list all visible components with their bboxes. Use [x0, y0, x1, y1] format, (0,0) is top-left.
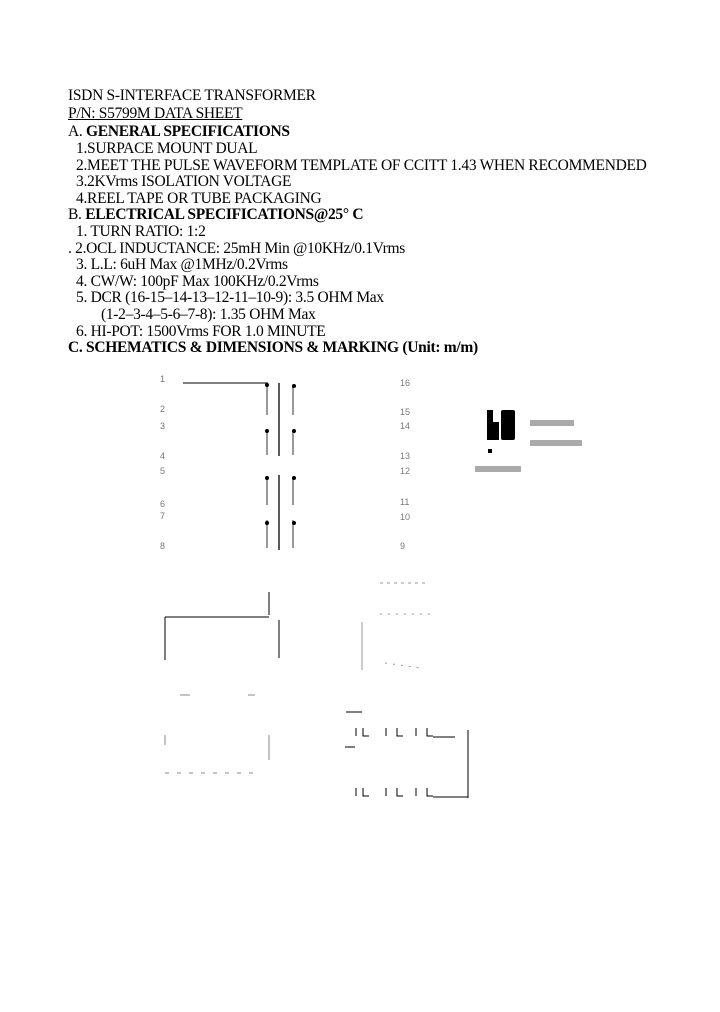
pin-label: 3	[160, 421, 166, 431]
spec-item: . 2.OCL INDUCTANCE: 25mH Min @10KHz/0.1V…	[68, 240, 406, 257]
pin-label: 12	[400, 466, 411, 476]
pin-label: 1	[160, 374, 166, 384]
pin-label: 10	[400, 512, 411, 522]
pin-label: 9	[400, 541, 406, 551]
doc-title: ISDN S-INTERFACE TRANSFORMER	[68, 87, 316, 104]
spec-item: 4.REEL TAPE OR TUBE PACKAGING	[76, 190, 322, 207]
pin-label: 6	[160, 499, 166, 509]
section-c-heading: C. SCHEMATICS & DIMENSIONS & MARKING (Un…	[68, 339, 478, 356]
spec-item: 3.2KVrms ISOLATION VOLTAGE	[76, 173, 292, 190]
part-number: P/N: S5799M DATA SHEET	[68, 105, 243, 122]
section-b-heading: B. ELECTRICAL SPECIFICATIONS@25° C	[68, 206, 364, 223]
transformer-schematic	[183, 382, 296, 550]
pin-label: 15	[400, 407, 411, 417]
spec-item: (1-2–3-4–5-6–7-8): 1.35 OHM Max	[101, 306, 316, 323]
spec-item: 1. TURN RATIO: 1:2	[76, 223, 206, 240]
pin-label: 5	[160, 466, 166, 476]
pad-layout-drawing	[345, 711, 469, 798]
top-view-drawing	[164, 592, 280, 774]
section-a-heading: A. GENERAL SPECIFICATIONS	[68, 123, 290, 140]
side-view-drawing	[361, 582, 430, 670]
pin-label: 8	[160, 541, 166, 551]
spec-item: 6. HI-POT: 1500Vrms FOR 1.0 MINUTE	[76, 323, 326, 340]
unit-note: (Unit: m/m)	[398, 339, 478, 356]
section-prefix: B.	[68, 206, 86, 223]
section-title: C. SCHEMATICS & DIMENSIONS & MARKING	[68, 339, 399, 356]
pin-label: 16	[400, 378, 411, 388]
pin-label: 4	[160, 451, 166, 461]
section-prefix: A.	[68, 123, 87, 140]
pin-label: 7	[160, 511, 166, 521]
spec-item: 1.SURPACE MOUNT DUAL	[76, 140, 258, 157]
section-title: GENERAL SPECIFICATIONS	[86, 123, 290, 140]
marking-logo	[475, 410, 582, 472]
pin-label: 14	[400, 421, 411, 431]
pin-label: 11	[400, 497, 410, 507]
section-title: ELECTRICAL SPECIFICATIONS@25° C	[85, 206, 364, 223]
spec-item: 4. CW/W: 100pF Max 100KHz/0.2Vrms	[76, 273, 319, 290]
spec-item: 5. DCR (16-15–14-13–12-11–10-9): 3.5 OHM…	[76, 289, 384, 306]
spec-item: 2.MEET THE PULSE WAVEFORM TEMPLATE OF CC…	[76, 157, 647, 174]
pin-label: 2	[160, 404, 166, 414]
spec-item: 3. L.L: 6uH Max @1MHz/0.2Vrms	[76, 256, 288, 273]
pin-label: 13	[400, 451, 411, 461]
